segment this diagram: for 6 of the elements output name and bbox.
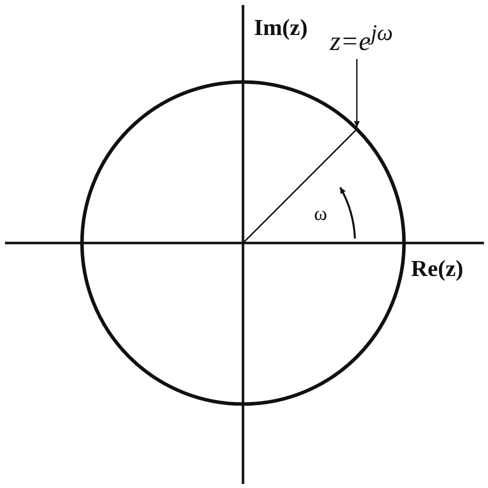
angle-label: ω [314, 204, 328, 224]
leader-arrow [354, 59, 360, 128]
point-label: z=e$^{jω}$ [330, 22, 393, 55]
axis-label: Im(z) [254, 16, 308, 39]
axis-label: Re(z) [411, 257, 464, 280]
unit-circle [80, 80, 406, 406]
